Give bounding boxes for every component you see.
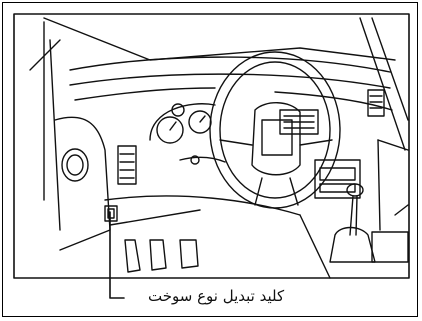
dashboard-top xyxy=(70,57,392,110)
right-air-vent xyxy=(368,90,384,116)
pedals xyxy=(125,240,198,272)
right-seat xyxy=(372,140,408,262)
left-air-vent xyxy=(118,146,136,184)
instrument-cluster xyxy=(150,104,215,143)
fuel-switch-label: کلید تبدیل نوع سوخت xyxy=(148,287,348,305)
control-stalks xyxy=(180,156,225,164)
left-door-panel xyxy=(55,117,110,250)
fuel-switch xyxy=(105,206,117,221)
gear-shift xyxy=(330,184,375,262)
